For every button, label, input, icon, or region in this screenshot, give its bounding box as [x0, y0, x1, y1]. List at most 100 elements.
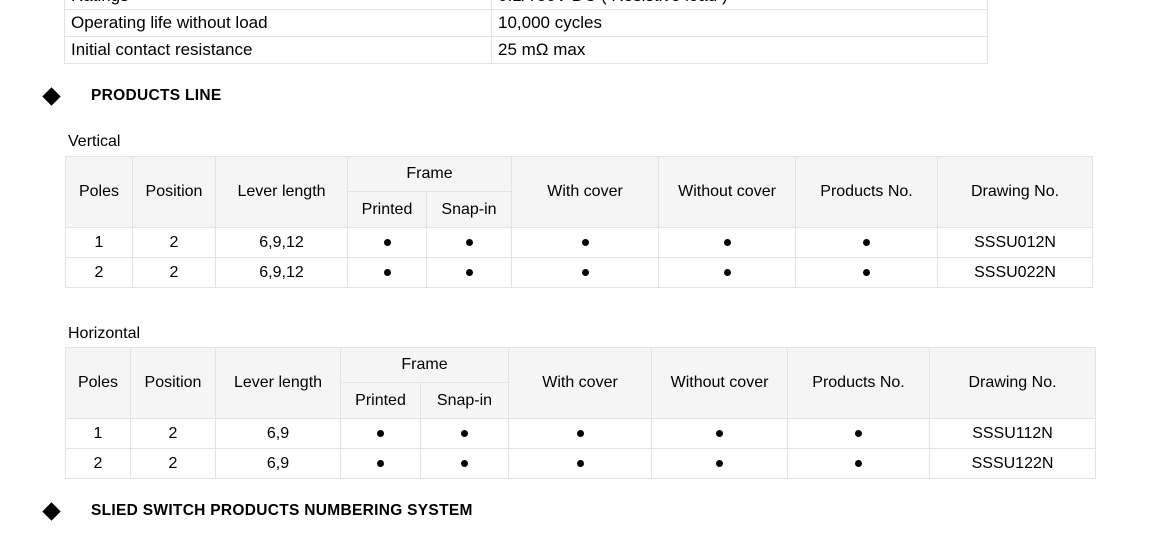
table-row: 2 2 6,9 SSSU122N	[65, 448, 1097, 479]
header-without-cover: Without cover	[658, 156, 797, 228]
table-row: Initial contact resistance 25 mΩ max	[64, 36, 988, 64]
cell-products-no	[795, 227, 939, 258]
spec-label-ratings: Ratings	[64, 0, 492, 10]
specification-table-container: Ratings 0.1A 50V DC ( Resistive load ) O…	[64, 0, 988, 64]
bullet-dot-icon	[581, 238, 589, 246]
cell-snap-in	[419, 448, 510, 479]
header-products-no: Products No.	[795, 156, 939, 228]
cell-position: 2	[130, 448, 216, 479]
vertical-table-label: Vertical	[68, 133, 121, 150]
cell-printed	[340, 448, 421, 479]
bullet-dot-icon	[716, 459, 724, 467]
table-row: 1 2 6,9 SSSU112N	[65, 418, 1097, 449]
header-position: Position	[132, 156, 216, 228]
bullet-dot-icon	[576, 429, 584, 437]
table-header-row-top: Poles Position Lever length Frame With c…	[65, 156, 1094, 228]
bullet-dot-icon	[461, 459, 468, 467]
bullet-dot-icon	[723, 268, 731, 276]
bullet-dot-icon	[716, 429, 724, 437]
cell-without-cover	[658, 227, 797, 258]
header-drawing-no: Drawing No.	[929, 347, 1097, 419]
header-lever-length: Lever length	[215, 347, 341, 419]
table-row: 2 2 6,9,12 SSSU022N	[65, 257, 1094, 288]
cell-products-no	[795, 257, 939, 288]
cell-with-cover	[508, 448, 653, 479]
bullet-dot-icon	[465, 268, 473, 276]
vertical-products-table-container: Poles Position Lever length Frame With c…	[65, 156, 1094, 288]
spec-label-operating-life: Operating life without load	[64, 9, 492, 37]
cell-with-cover	[508, 418, 653, 449]
cell-products-no	[787, 418, 931, 449]
header-without-cover: Without cover	[651, 347, 789, 419]
cell-drawing-no: SSSU122N	[929, 448, 1097, 479]
header-products-no: Products No.	[787, 347, 931, 419]
cell-lever-length: 6,9	[215, 448, 341, 479]
spec-value-ratings: 0.1A 50V DC ( Resistive load )	[491, 0, 988, 10]
header-poles: Poles	[65, 156, 133, 228]
cell-products-no	[787, 448, 931, 479]
bullet-dot-icon	[465, 238, 473, 246]
header-position: Position	[130, 347, 216, 419]
cell-poles: 1	[65, 418, 131, 449]
cell-with-cover	[511, 227, 660, 258]
cell-printed	[347, 227, 427, 258]
header-frame: Frame	[346, 156, 513, 192]
vertical-products-table: Poles Position Lever length Frame With c…	[65, 156, 1094, 288]
specification-table: Ratings 0.1A 50V DC ( Resistive load ) O…	[64, 0, 988, 64]
cell-without-cover	[651, 418, 789, 449]
header-poles: Poles	[65, 347, 131, 419]
header-lever-length: Lever length	[215, 156, 348, 228]
bullet-dot-icon	[377, 459, 384, 467]
diamond-icon	[42, 86, 61, 106]
cell-drawing-no: SSSU112N	[929, 418, 1097, 449]
horizontal-table-label: Horizontal	[68, 325, 141, 342]
cell-lever-length: 6,9	[215, 418, 341, 449]
bullet-dot-icon	[581, 268, 589, 276]
section-title-products-line: PRODUCTS LINE	[91, 87, 222, 104]
header-frame: Frame	[339, 347, 510, 383]
bullet-dot-icon	[723, 238, 731, 246]
cell-lever-length: 6,9,12	[215, 257, 348, 288]
section-heading-numbering-system: SLIED SWITCH PRODUCTS NUMBERING SYSTEM	[42, 501, 473, 521]
cell-position: 2	[132, 227, 216, 258]
spec-label-contact-resistance: Initial contact resistance	[64, 36, 492, 64]
section-title-numbering-system: SLIED SWITCH PRODUCTS NUMBERING SYSTEM	[91, 502, 473, 519]
table-header-row-bottom: Printed Snap-in	[66, 191, 1093, 228]
bullet-dot-icon	[863, 238, 871, 246]
bullet-dot-icon	[377, 429, 384, 437]
bullet-dot-icon	[576, 459, 584, 467]
header-drawing-no: Drawing No.	[937, 156, 1094, 228]
table-header-row-top: Poles Position Lever length Frame With c…	[65, 347, 1097, 419]
header-snap-in: Snap-in	[425, 191, 513, 228]
cell-position: 2	[132, 257, 216, 288]
cell-poles: 2	[65, 448, 131, 479]
table-header-row-bottom: Printed Snap-in	[66, 382, 1096, 419]
table-row: 1 2 6,9,12 SSSU012N	[65, 227, 1094, 258]
bullet-dot-icon	[383, 238, 391, 246]
spec-value-operating-life: 10,000 cycles	[491, 9, 988, 37]
cell-printed	[340, 418, 421, 449]
bullet-dot-icon	[855, 429, 863, 437]
cell-snap-in	[419, 418, 510, 449]
header-printed: Printed	[347, 191, 427, 228]
cell-lever-length: 6,9,12	[215, 227, 348, 258]
cell-drawing-no: SSSU022N	[937, 257, 1094, 288]
bullet-dot-icon	[461, 429, 468, 437]
horizontal-products-table: Poles Position Lever length Frame With c…	[65, 347, 1097, 479]
cell-without-cover	[651, 448, 789, 479]
bullet-dot-icon	[383, 268, 391, 276]
table-row: Operating life without load 10,000 cycle…	[64, 9, 988, 37]
cell-poles: 2	[65, 257, 133, 288]
table-row: Ratings 0.1A 50V DC ( Resistive load )	[64, 0, 988, 10]
bullet-dot-icon	[855, 459, 863, 467]
cell-snap-in	[425, 257, 513, 288]
cell-snap-in	[425, 227, 513, 258]
cell-poles: 1	[65, 227, 133, 258]
cell-printed	[347, 257, 427, 288]
spec-value-contact-resistance: 25 mΩ max	[491, 36, 988, 64]
bullet-dot-icon	[863, 268, 871, 276]
header-with-cover: With cover	[511, 156, 660, 228]
diamond-icon	[42, 501, 61, 521]
header-snap-in: Snap-in	[419, 382, 510, 419]
cell-without-cover	[658, 257, 797, 288]
